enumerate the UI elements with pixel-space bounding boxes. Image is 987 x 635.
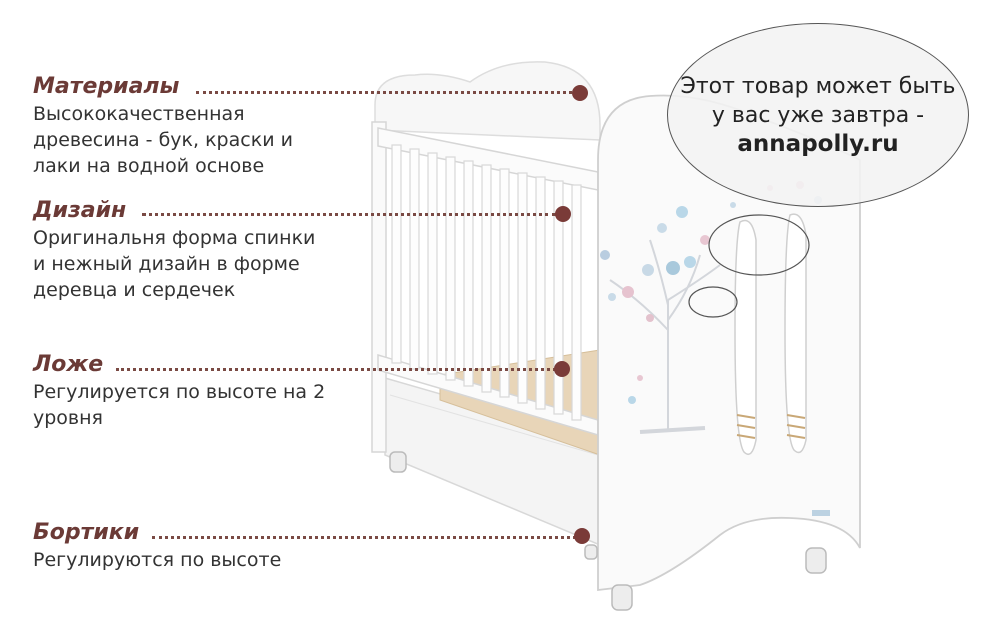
feature-description: Высококачественная древесина - бук, крас…: [33, 103, 293, 177]
feature-title: Бортики: [33, 520, 140, 545]
back-headboard: [374, 61, 601, 141]
left-post: [371, 121, 387, 453]
feature-design: Дизайн Оригинальня форма спинки и нежный…: [33, 198, 315, 303]
drawer-edge: [389, 394, 599, 456]
feature-description: Регулируются по высоте: [33, 549, 282, 571]
brand-label: [812, 510, 830, 516]
feature-title: Материалы: [33, 74, 180, 99]
feature-title: Ложе: [33, 352, 104, 377]
crib-bars: [391, 144, 582, 421]
leader-line-materials: [196, 91, 572, 94]
marker-dot-design: [555, 206, 571, 222]
feature-sides: Бортики Регулируются по высоте: [33, 520, 281, 573]
marker-dot-materials: [572, 85, 588, 101]
callout-site-link[interactable]: annapolly.ru: [737, 130, 899, 157]
callout-circle-tiny: [688, 286, 738, 318]
feature-description: Оригинальня форма спинки и нежный дизайн…: [33, 227, 316, 301]
callout-line-2: у вас уже завтра -: [711, 102, 925, 128]
leader-line-sides: [152, 536, 576, 539]
feature-materials: Материалы Высококачественная древесина -…: [33, 74, 293, 179]
marker-dot-sides: [574, 528, 590, 544]
callout-line-1: Этот товар может быть: [680, 73, 956, 99]
cutout-slats: [736, 414, 806, 439]
promo-callout: Этот товар может быть у вас уже завтра -…: [667, 23, 969, 207]
leader-line-bed: [116, 368, 556, 371]
feature-description: Регулируется по высоте на 2 уровня: [33, 381, 326, 429]
feature-title: Дизайн: [33, 198, 127, 223]
tree-decoration: [609, 239, 721, 434]
feature-bed: Ложе Регулируется по высоте на 2 уровня: [33, 352, 325, 431]
headboard-cutout-left: [734, 219, 757, 455]
crib-wheels: [389, 451, 827, 611]
leader-line-design: [142, 213, 556, 216]
callout-circle-small: [708, 214, 810, 276]
marker-dot-bed: [554, 361, 570, 377]
